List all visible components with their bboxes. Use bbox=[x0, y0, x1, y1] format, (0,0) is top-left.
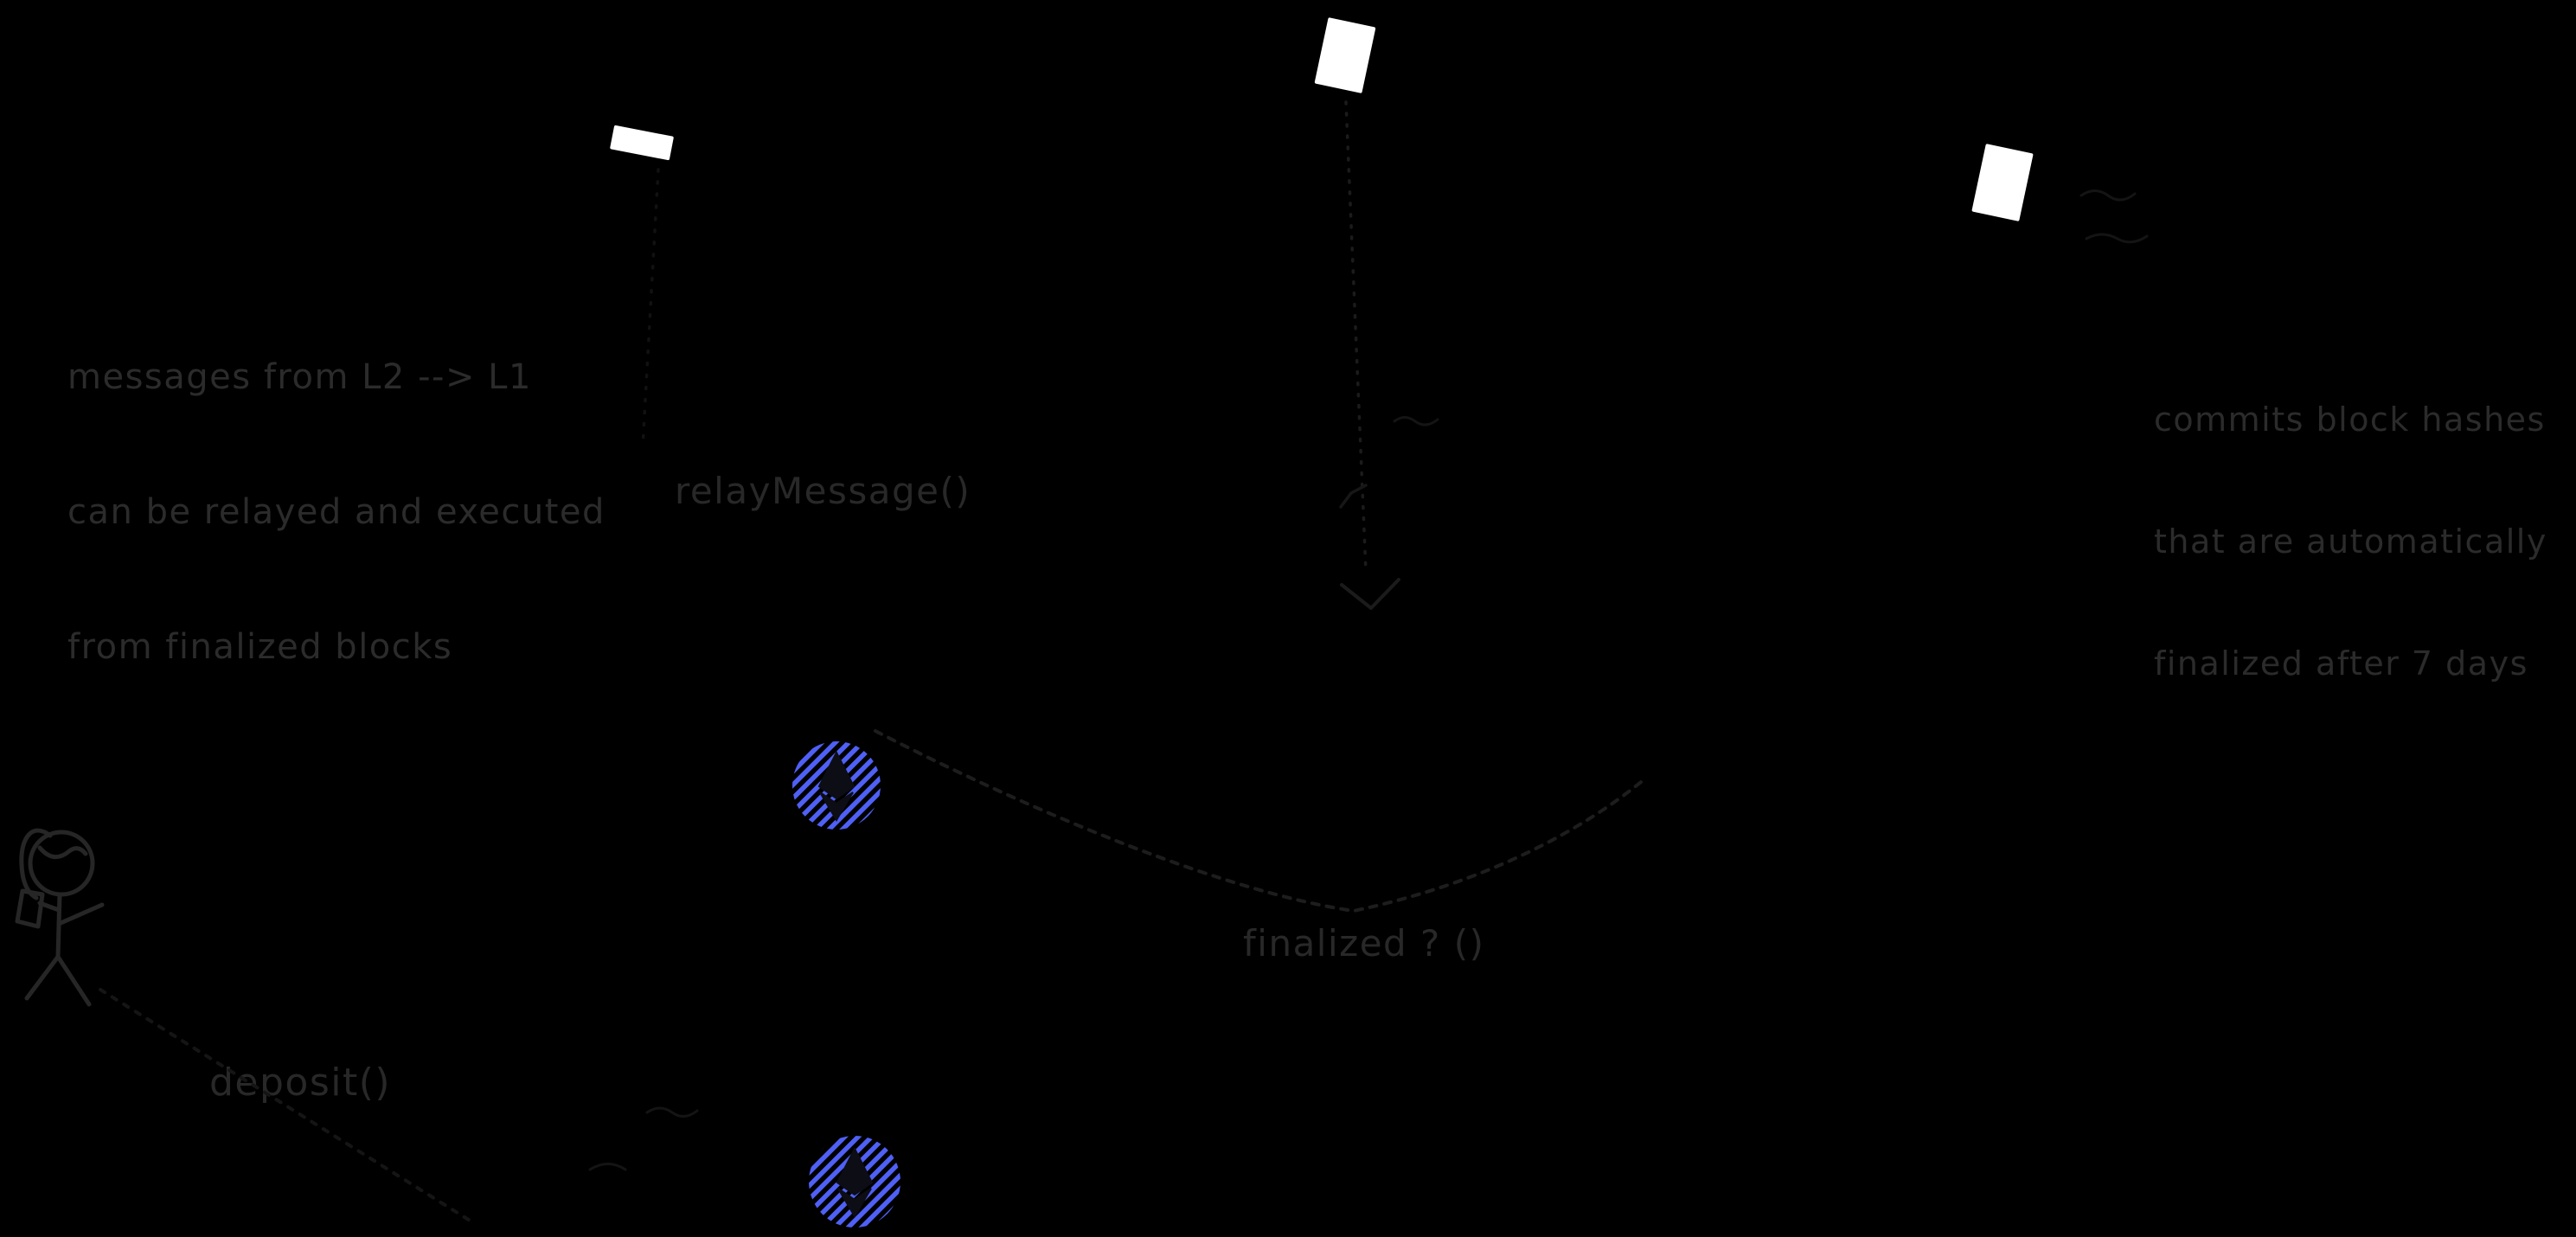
faint-scribble bbox=[588, 1106, 699, 1171]
figure-leg-left bbox=[24, 954, 61, 1001]
note-line: messages from L2 --> L1 bbox=[67, 357, 532, 397]
label-relay-message[interactable]: relayMessage() bbox=[675, 470, 971, 512]
label-deposit[interactable]: deposit() bbox=[209, 1061, 392, 1105]
note-commits-block-hashes[interactable]: commits block hashes that are automatica… bbox=[2154, 318, 2547, 766]
faint-arrowhead-down bbox=[1340, 578, 1400, 610]
faint-line-center-paper-drop bbox=[1344, 100, 1368, 573]
note-line: can be relayed and executed bbox=[67, 492, 606, 532]
faint-line-user-deposit bbox=[99, 988, 476, 1225]
phone-icon bbox=[15, 888, 45, 929]
faint-line-left-paper-drop bbox=[641, 168, 660, 448]
stick-figure-user[interactable] bbox=[15, 828, 105, 1007]
faint-scribble bbox=[2079, 189, 2149, 244]
eth-logo-icon bbox=[817, 750, 855, 822]
note-line: that are automatically bbox=[2154, 522, 2547, 561]
eth-token-upper[interactable] bbox=[787, 736, 886, 835]
note-messages-relayed[interactable]: messages from L2 --> L1 can be relayed a… bbox=[67, 265, 606, 760]
figure-head bbox=[28, 830, 95, 897]
note-line: from finalized blocks bbox=[67, 627, 453, 667]
eth-token-lower[interactable] bbox=[804, 1131, 907, 1234]
figure-arm-right bbox=[56, 902, 105, 926]
note-line: commits block hashes bbox=[2154, 401, 2546, 439]
faint-arc-finalized-check bbox=[874, 729, 1647, 913]
faint-connectors bbox=[99, 100, 2149, 1225]
figure-hair bbox=[37, 845, 88, 859]
label-finalized-query[interactable]: finalized ? () bbox=[1243, 922, 1485, 965]
eth-logo-icon bbox=[836, 1146, 874, 1218]
figure-arm-left bbox=[37, 901, 61, 913]
figure-leg-right bbox=[55, 954, 92, 1007]
faint-tick-mark bbox=[1339, 484, 1368, 509]
faint-scribble bbox=[1393, 416, 1439, 426]
note-line: finalized after 7 days bbox=[2154, 644, 2528, 683]
